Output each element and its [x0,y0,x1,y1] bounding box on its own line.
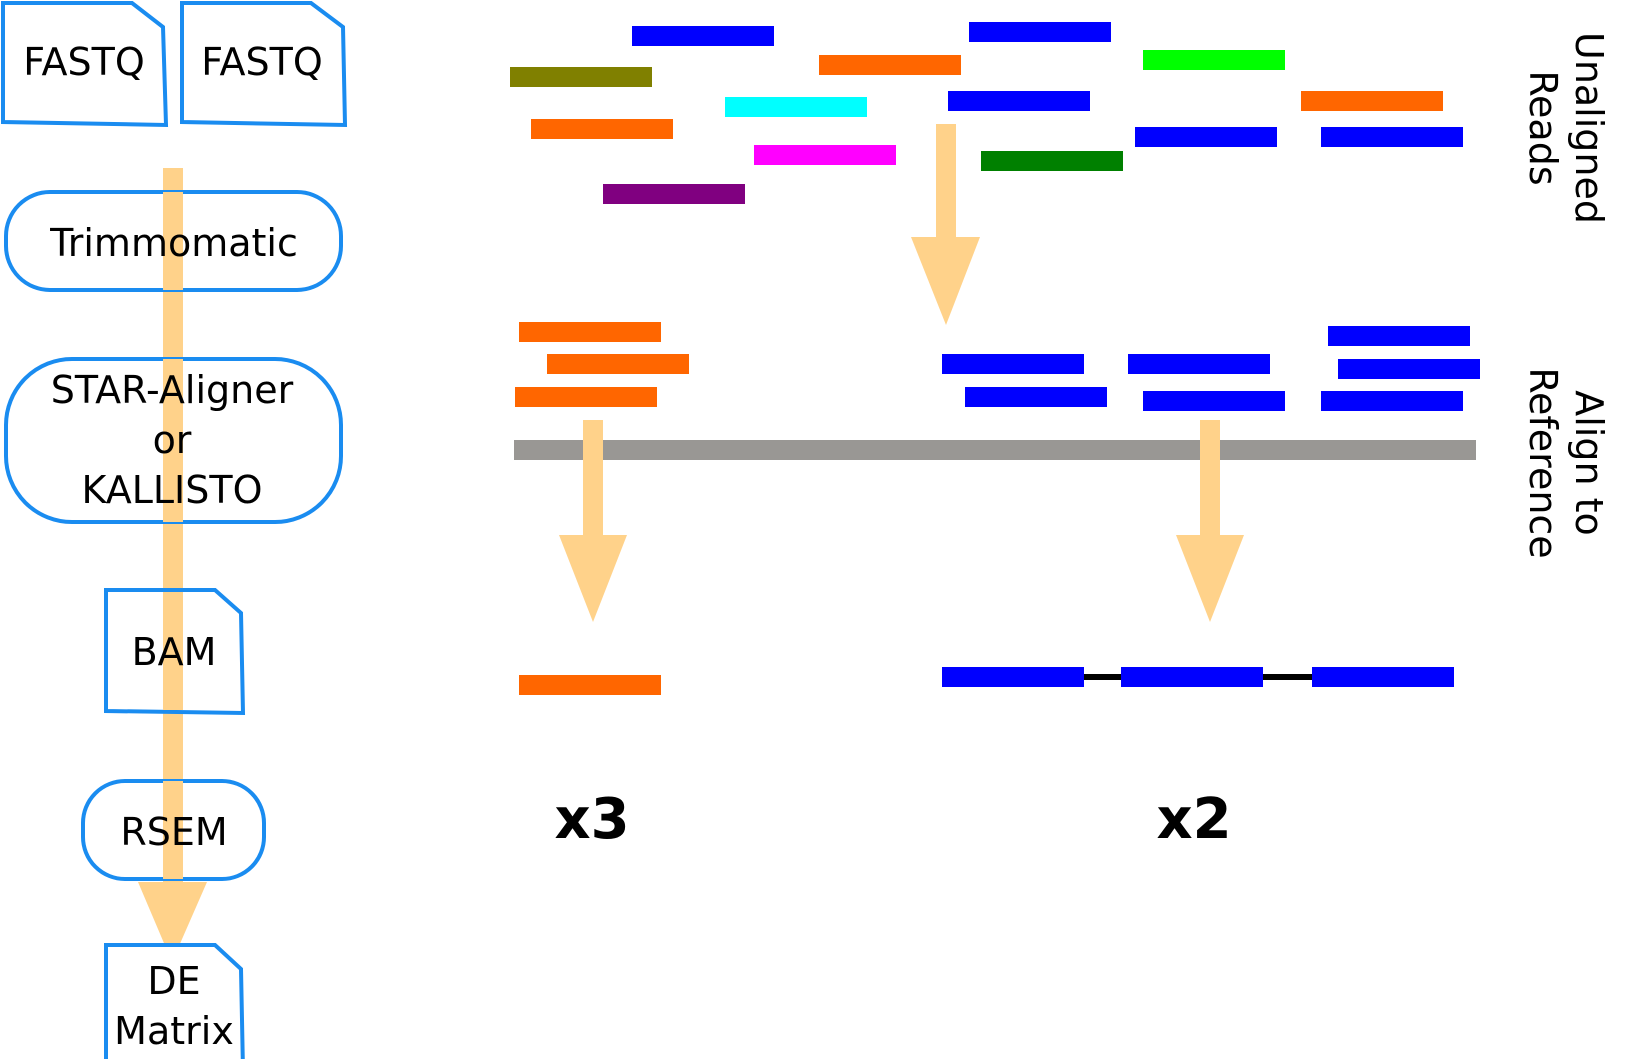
reference-sequence-bar [514,440,1476,460]
rsem-step: RSEM [81,779,266,881]
side-label-unaligned: Unaligned Reads [1521,32,1611,224]
aligned-read [519,322,661,342]
aligned-read [1338,359,1480,379]
unaligned-read [725,97,867,117]
unaligned-read [1135,127,1277,147]
unaligned-reads-group [510,22,1463,204]
unaligned-read [510,67,652,87]
transcript-exon [942,667,1084,687]
bam-file: BAM [104,588,246,716]
unaligned-label-line1: Unaligned [1567,32,1611,224]
unaligned-read [1301,91,1443,111]
de-matrix-file: DE Matrix [104,943,245,1059]
aligner-label-line3: KALLISTO [81,468,262,512]
quantified-transcript-right [942,667,1454,687]
aligned-reads-group [515,322,1480,411]
unaligned-read [819,55,961,75]
trimmomatic-label: Trimmomatic [49,221,298,265]
aligner-label-line2: or [153,418,192,462]
unaligned-read [948,91,1090,111]
unaligned-read [969,22,1111,42]
count-right-label: x2 [1156,787,1231,852]
align-label-line1: Align to [1567,390,1611,536]
aligned-read [942,354,1084,374]
unaligned-read [1321,127,1463,147]
transcript-exon [519,675,661,695]
aligned-read [1328,326,1470,346]
quantified-transcript-left [519,675,661,695]
aligned-read [1321,391,1463,411]
aligner-step: STAR-Aligner or KALLISTO [4,357,343,524]
count-left-label: x3 [554,787,629,852]
transcript-exon [1121,667,1263,687]
fastq-2-label: FASTQ [201,40,323,84]
transcript-exon [1312,667,1454,687]
aligned-read [547,354,689,374]
unaligned-read [632,26,774,46]
align-label-line2: Reference [1521,367,1565,558]
aligned-read [1128,354,1270,374]
aligned-read [1143,391,1285,411]
unaligned-read [603,184,745,204]
fastq-file-1: FASTQ [0,1,169,128]
unaligned-read [981,151,1123,171]
trimmomatic-step: Trimmomatic [4,190,343,292]
unaligned-read [531,119,673,139]
fastq-1-label: FASTQ [23,40,145,84]
aligned-read [965,387,1107,407]
aligner-label-line1: STAR-Aligner [51,368,294,412]
align-down-arrow [911,124,980,325]
bam-label: BAM [132,630,217,674]
side-label-align: Align to Reference [1521,367,1611,558]
aligned-read [515,387,657,407]
unaligned-read [1143,50,1285,70]
de-matrix-label-line2: Matrix [114,1009,234,1053]
rsem-label: RSEM [120,810,227,854]
unaligned-label-line2: Reads [1521,70,1565,185]
fastq-file-2: FASTQ [180,1,348,128]
count-arrow-left [559,420,627,622]
de-matrix-label-line1: DE [147,959,200,1003]
unaligned-read [754,145,896,165]
count-arrow-right [1176,420,1244,622]
